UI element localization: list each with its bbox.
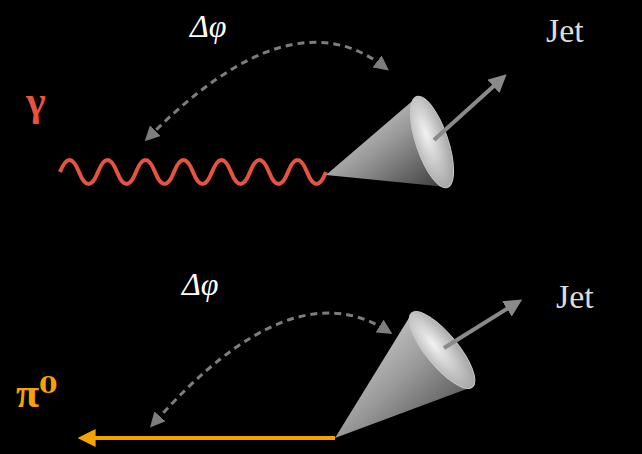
particle-label: π⁰ [16, 372, 57, 414]
angle-label: Δφ [190, 10, 226, 42]
jet-arrow [444, 307, 510, 348]
jet-cone-cap [399, 303, 485, 397]
jet-label: Jet [546, 14, 584, 48]
jet-cone-cap [402, 91, 463, 192]
photon-wave [60, 160, 326, 184]
particle-label: γ [26, 80, 46, 122]
jet-arrow [434, 84, 496, 140]
pi0-arrow [92, 436, 335, 440]
dphi-arc [150, 42, 383, 136]
jet-label: Jet [556, 280, 594, 314]
angle-label: Δφ [182, 268, 218, 300]
dphi-arc [155, 313, 386, 422]
